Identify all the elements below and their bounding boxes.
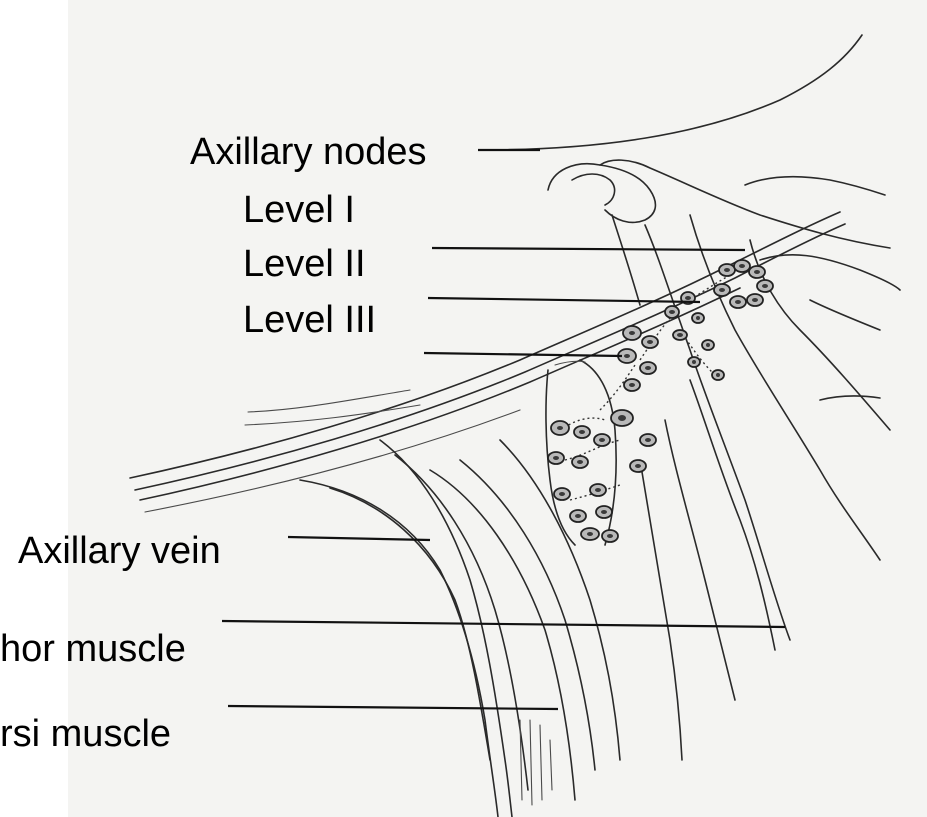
label-axillary-nodes: Axillary nodes bbox=[190, 131, 427, 173]
paper-background bbox=[68, 0, 927, 817]
label-latissimus-dorsi-muscle: rsi muscle bbox=[0, 713, 171, 755]
label-level-1: Level I bbox=[243, 189, 355, 231]
label-pectoralis-minor-muscle: hor muscle bbox=[0, 628, 186, 670]
label-level-2: Level II bbox=[243, 243, 366, 285]
label-axillary-vein: Axillary vein bbox=[18, 530, 221, 572]
label-level-3: Level III bbox=[243, 299, 376, 341]
